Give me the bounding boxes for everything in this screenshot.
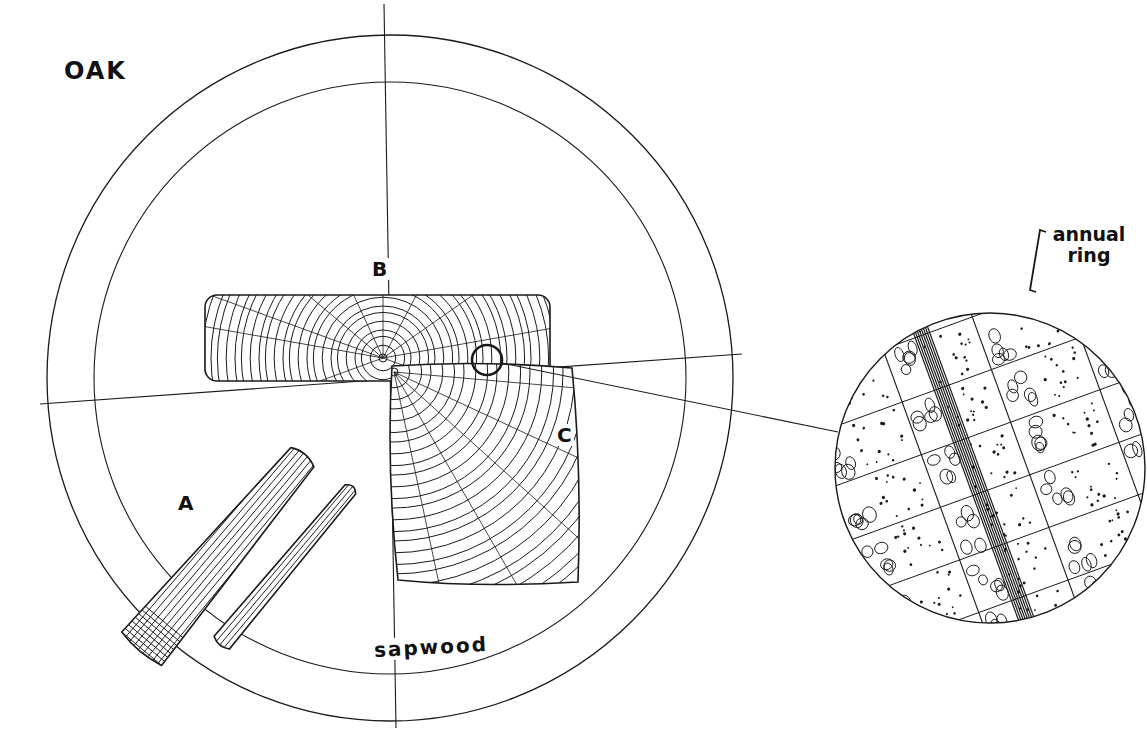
board — [69, 47, 792, 731]
magnified-wood — [657, 117, 1147, 731]
board-letter: B — [370, 258, 389, 280]
magnify-spot — [472, 345, 502, 375]
board — [208, 475, 365, 656]
bracket — [1030, 230, 1046, 292]
magnifier-outline — [835, 313, 1145, 623]
leader-line — [502, 363, 838, 432]
heartwood-boundary — [94, 82, 686, 674]
board — [0, 0, 777, 674]
board-letter: C — [555, 424, 574, 446]
region-label: sapwood — [372, 633, 491, 661]
log-outline — [47, 35, 733, 721]
title: OAK — [62, 58, 129, 84]
board — [95, 416, 348, 690]
callout-label: annual ring — [1037, 224, 1141, 266]
board-letter: A — [176, 492, 195, 514]
